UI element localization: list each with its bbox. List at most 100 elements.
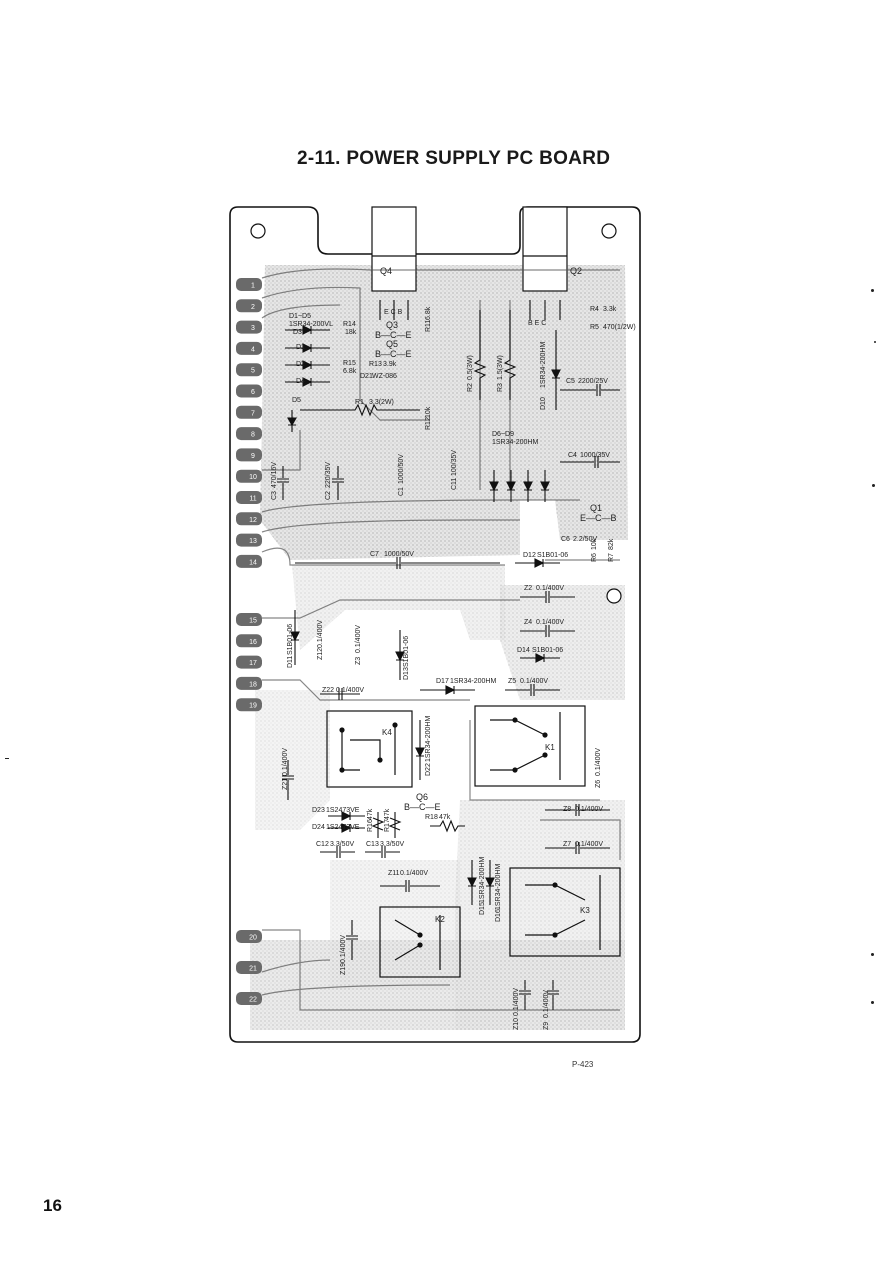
label-d4: D4 [296,378,305,385]
label-c4: C4 [568,452,577,459]
margin-dot [871,953,874,956]
label-d17-value: 1SR34-200HM [450,678,496,685]
label-d22-value: 1SR34-200HM [425,716,432,762]
connector-pin [236,634,262,648]
label-z12: Z12 [317,648,324,660]
connector-pin [236,930,262,943]
label-q1-pins: E—C—B [580,513,617,523]
label-r17: R17 [384,819,391,832]
label-d1-d5-value: 1SR34-200VL [289,321,333,328]
label-c7: C7 [370,551,379,558]
label-c6: C6 [561,536,570,543]
label-z3: Z3 [355,657,362,665]
label-d6-d9: D6~D9 [492,431,514,438]
connector-pin-label: 11 [249,496,256,503]
label-r15: R15 [343,360,356,367]
label-d16-value: 1SR34-200HM [495,864,502,910]
connector-pin-label: 16 [249,639,257,646]
label-z2: Z2 [524,585,532,592]
label-r4-value: 3.3k [603,306,617,313]
label-c3-value: 470/16V [271,462,278,488]
page-number: 16 [43,1196,62,1215]
label-z6-value: 0.1/400V [595,748,602,776]
margin-dash [5,758,9,759]
label-q2-pins: B E C [528,320,546,327]
connector-pin [236,427,262,441]
connector-pin [236,299,262,313]
label-d10: D10 [540,397,547,410]
label-r16: R16 [367,819,374,832]
label-r11: R11 [425,320,432,332]
label-z9-value: 0.1/400V [543,990,550,1018]
label-z19: Z19 [340,963,347,975]
connector-pin-label: 22 [249,997,257,1004]
label-d11-value: S1B01-06 [287,624,294,655]
label-q2: Q2 [570,266,582,276]
label-r2-value: 0.5(3W) [467,355,474,380]
label-c11: C11 [451,478,458,490]
label-r7: R7 [608,553,615,562]
label-c12-value: 3.3/50V [330,841,354,848]
label-r17-value: 47k [384,808,391,820]
label-z22-value: 0.1/400V [336,687,364,694]
label-q3-pins: B—C—E [375,330,412,340]
label-z22: Z22 [322,687,334,694]
label-d17: D17 [436,678,449,685]
label-c5-value: 2200/25V [578,378,608,385]
label-c1: C1 [398,487,405,496]
label-r14-value: 18k [345,329,357,336]
label-q1: Q1 [590,503,602,513]
label-d15-value: 1SR34-200HM [479,857,486,903]
label-d12: D12 [523,552,536,559]
relay-k1 [474,705,586,787]
label-q5: Q5 [386,339,398,349]
label-d11: D11 [287,656,294,668]
label-d12-value: S1B01-06 [537,552,568,559]
connector-pin [236,320,262,334]
label-d3: D3 [293,329,302,336]
label-z11-value: 0.1/400V [400,870,428,877]
connector-pin [236,448,262,462]
label-z10: Z10 [513,1018,520,1030]
label-c3: C3 [271,491,278,500]
label-r3: R3 [497,383,504,392]
label-c5: C5 [566,378,575,385]
label-z2-value: 0.1/400V [536,585,564,592]
label-d13: D13 [403,667,410,680]
label-z10-value: 0.1/400V [513,988,520,1016]
label-d24: D24 [312,824,325,831]
label-r1: R1 [355,399,364,406]
label-c7-value: 1000/50V [384,551,414,558]
connector-pin-label: 20 [249,935,257,942]
margin-dot [871,289,874,292]
connector-pin-label: 2 [251,304,255,311]
label-c2: C2 [325,491,332,500]
connector-pin [236,698,262,712]
connector-pin [236,491,262,504]
label-d13-value: S1B01-06 [403,636,410,667]
connector-pin [236,992,262,1005]
connector-pin [236,405,262,419]
label-d2: D2 [296,361,305,368]
connector-pin-label: 3 [251,325,255,332]
label-r13: R13 [369,361,382,368]
label-r16-value: 47k [367,808,374,820]
label-r2: R2 [467,383,474,392]
label-q4: Q4 [380,266,392,276]
connector-pin [236,961,262,974]
connector-pin-label: 7 [251,410,255,417]
label-z8-value: 0.1/400V [575,806,603,813]
label-z9: Z9 [543,1022,550,1030]
connector-pin-label: 10 [249,474,257,481]
relay-k4 [326,710,413,788]
label-r3-value: 1.5(3W) [497,355,504,380]
page-title: 2-11. POWER SUPPLY PC BOARD [297,148,611,169]
label-r7-value: 82k [608,538,615,550]
margin-dot [871,1001,874,1004]
label-c13-value: 3.3/50V [380,841,404,848]
relay-k3 [509,867,621,957]
connector-pin-label: 17 [249,660,257,667]
connector-pin-label: 9 [251,453,255,460]
